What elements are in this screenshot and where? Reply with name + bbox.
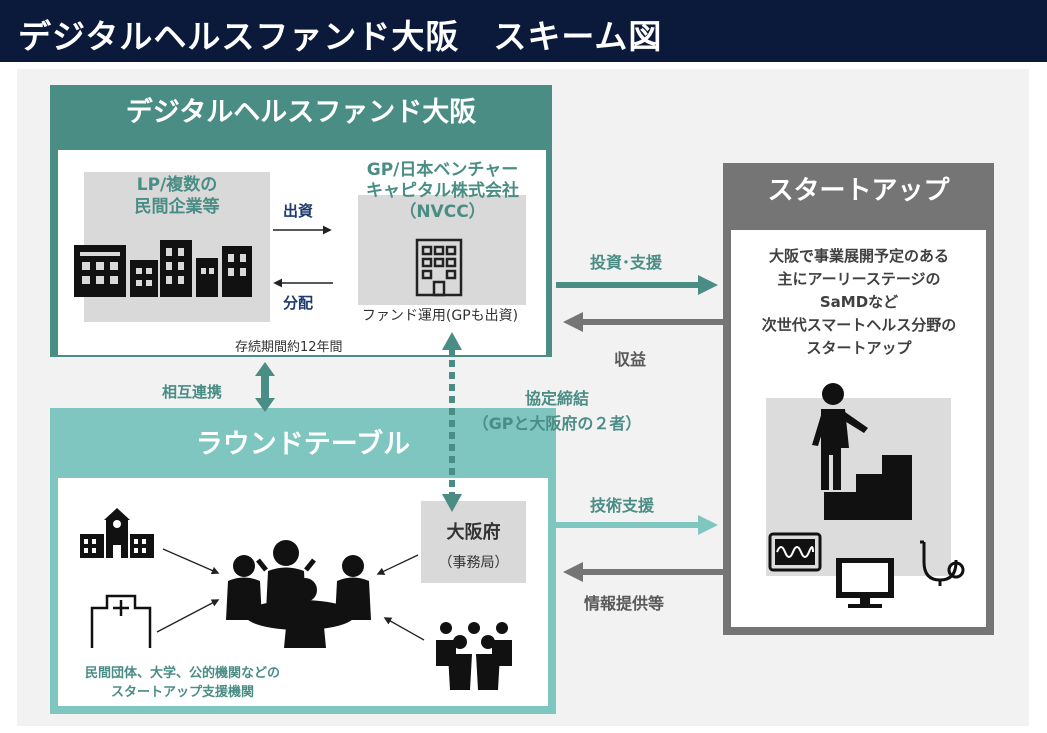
computer-monitor-icon xyxy=(836,558,894,608)
climbing-person-icon xyxy=(812,383,912,520)
lp-label: LP/複数の 民間企業等 xyxy=(134,175,220,217)
tech-support-arrow xyxy=(556,515,718,535)
info-label: 情報提供等 xyxy=(584,594,665,613)
agreement-label: 協定締結 （GPと大阪府の２者） xyxy=(472,389,642,433)
stethoscope-icon xyxy=(920,540,965,586)
info-arrow xyxy=(563,562,723,582)
invest-support-arrow xyxy=(556,275,718,295)
duration-label: 存続期間約12年間 xyxy=(235,340,343,355)
distribution-label: 分配 xyxy=(283,294,314,312)
returns-arrow xyxy=(563,312,723,332)
agreement-arrow xyxy=(442,332,462,512)
invest-support-label: 投資･支援 xyxy=(590,253,663,272)
office-building-icon xyxy=(415,238,463,297)
osaka-label: 大阪府 xyxy=(446,522,501,543)
startup-title: スタートアップ xyxy=(767,176,950,206)
gp-sub-label: ファンド運用(GPも出資) xyxy=(340,305,540,325)
support-org-caption: 民間団体、大学、公的機関などの スタートアップ支援機関 xyxy=(84,666,280,700)
mutual-label: 相互連携 xyxy=(162,383,223,401)
osaka-panel xyxy=(421,501,526,583)
gp-label: GP/日本ベンチャー キャピタル株式会社 （NVCC） xyxy=(366,160,519,222)
round-table-title: ラウンドテーブル xyxy=(195,429,411,460)
fund-title: デジタルヘルスファンド大阪 xyxy=(125,97,477,128)
buildings-icon xyxy=(74,240,252,297)
pointer-arrows xyxy=(156,548,425,641)
crowd-icon xyxy=(436,622,512,690)
returns-label: 収益 xyxy=(614,350,647,369)
startup-description: 大阪で事業展開予定のある 主にアーリーステージの SaMDなど 次世代スマートヘ… xyxy=(761,247,957,357)
title-bar xyxy=(0,0,1047,62)
hospital-icon xyxy=(90,594,152,648)
tech-support-label: 技術支援 xyxy=(590,496,655,515)
osaka-sub-label: （事務局） xyxy=(438,555,509,571)
page-title: デジタルヘルスファンド大阪 スキーム図 xyxy=(18,17,663,56)
mutual-arrow xyxy=(255,362,275,412)
vital-monitor-icon xyxy=(768,532,822,572)
round-table-people-icon xyxy=(226,540,371,648)
invest-label: 出資 xyxy=(283,202,314,220)
university-icon xyxy=(80,508,154,558)
